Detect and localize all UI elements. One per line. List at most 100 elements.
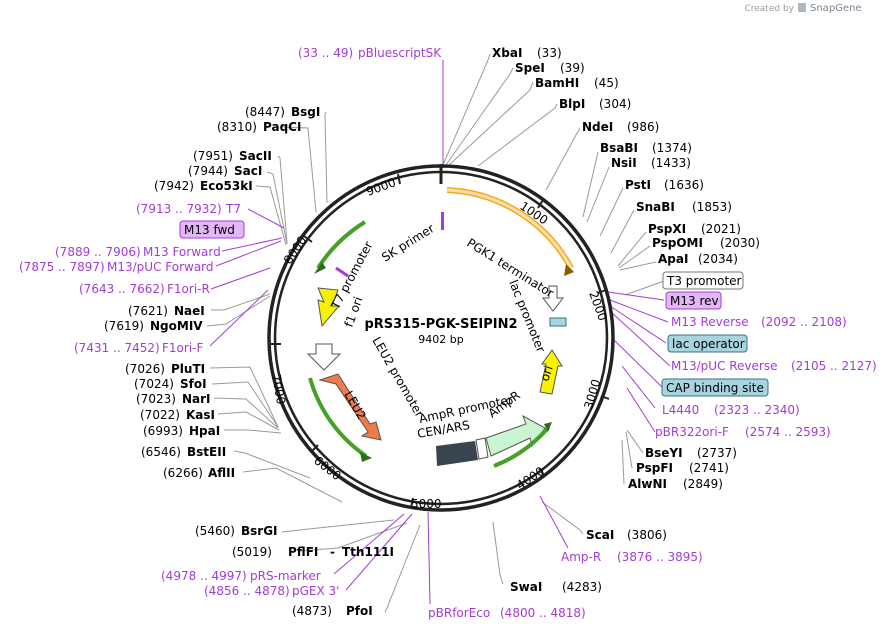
- primer-pgex-3[interactable]: pGEX 3': [292, 584, 339, 598]
- site-spei[interactable]: SpeI: [515, 61, 545, 75]
- t7-marker: [335, 266, 349, 278]
- leu2-promoter-arrow: [306, 343, 342, 371]
- lac-operator-block: [549, 317, 567, 327]
- site-swai[interactable]: SwaI: [510, 580, 542, 594]
- site-bamhi[interactable]: BamHI: [535, 76, 579, 90]
- svg-text:(2574 .. 2593): (2574 .. 2593): [745, 425, 831, 439]
- primer-prs-marker[interactable]: pRS-marker: [250, 569, 321, 583]
- site-snabi[interactable]: SnaBI: [636, 200, 675, 214]
- svg-text:(986): (986): [627, 120, 659, 134]
- svg-text:(2741): (2741): [689, 461, 729, 475]
- svg-text:(8310): (8310): [217, 120, 257, 134]
- svg-text:(6266): (6266): [163, 466, 203, 480]
- svg-text:(7024): (7024): [134, 377, 174, 391]
- site-pspfi[interactable]: PspFI: [636, 461, 673, 475]
- box-m13-rev[interactable]: M13 rev: [665, 291, 722, 310]
- svg-text:(7889 .. 7906): (7889 .. 7906): [55, 245, 141, 259]
- plasmid-size: 9402 bp: [418, 333, 463, 346]
- site-eco53ki[interactable]: Eco53kI: [200, 179, 253, 193]
- box-lac-operator[interactable]: lac operator: [667, 334, 748, 353]
- svg-text:(7951): (7951): [193, 149, 233, 163]
- site-scai[interactable]: ScaI: [586, 528, 614, 542]
- pbluescript-primer-site: [441, 212, 444, 230]
- leu2-green-arrowhead: [360, 452, 372, 462]
- site-bsabi[interactable]: BsaBI: [600, 141, 638, 155]
- site-pfoi[interactable]: PfoI: [346, 604, 373, 618]
- site-labels: XbaI (33) SpeI (39) BamHI (45) BlpI (304…: [104, 46, 760, 618]
- label-leu2: LEU2: [341, 389, 368, 423]
- site-bsrgi[interactable]: BsrGI: [241, 524, 278, 538]
- svg-text:(33 .. 49): (33 .. 49): [298, 46, 353, 60]
- tick-4000: 4000: [514, 464, 547, 493]
- svg-text:M13 fwd: M13 fwd: [184, 223, 235, 237]
- site-tth111i[interactable]: Tth111I: [342, 545, 394, 559]
- primer-pbr322ori-f[interactable]: pBR322ori-F: [655, 425, 729, 439]
- site-alwni[interactable]: AlwNI: [628, 477, 667, 491]
- ampr-arrow: [485, 414, 546, 457]
- svg-text:(2092 .. 2108): (2092 .. 2108): [761, 315, 847, 329]
- primer-m13-puc-reverse[interactable]: M13/pUC Reverse: [671, 359, 778, 373]
- site-naei[interactable]: NaeI: [174, 304, 205, 318]
- primer-pbrforeco[interactable]: pBRforEco: [428, 606, 490, 620]
- primer-f1ori-f[interactable]: F1ori-F: [162, 341, 203, 355]
- box-m13-fwd[interactable]: M13 fwd: [179, 220, 245, 239]
- sk-primer-arrowhead: [314, 262, 326, 274]
- svg-text:(2849): (2849): [683, 477, 723, 491]
- site-psti[interactable]: PstI: [625, 178, 651, 192]
- svg-text:(5019): (5019): [232, 545, 272, 559]
- site-kasi[interactable]: KasI: [186, 408, 215, 422]
- site-bsteii[interactable]: BstEII: [187, 445, 226, 459]
- site-nsii[interactable]: NsiI: [611, 156, 637, 170]
- site-pspxi[interactable]: PspXI: [648, 222, 686, 236]
- credit-brand: SnapGene: [810, 3, 862, 14]
- site-sacii[interactable]: SacII: [239, 149, 272, 163]
- primer-t7[interactable]: T7: [225, 202, 241, 216]
- svg-text:(1374): (1374): [652, 141, 692, 155]
- svg-text:(1853): (1853): [692, 200, 732, 214]
- svg-text:(7022): (7022): [140, 408, 180, 422]
- primer-pbluescriptsk[interactable]: pBluescriptSK: [358, 46, 442, 60]
- site-sfoi[interactable]: SfoI: [180, 377, 207, 391]
- primer-l4440[interactable]: L4440: [662, 403, 699, 417]
- box-t3-promoter[interactable]: T3 promoter: [662, 271, 744, 290]
- primer-m13-forward[interactable]: M13 Forward: [143, 245, 221, 259]
- site-bseyi[interactable]: BseYI: [645, 446, 683, 460]
- site-saci[interactable]: SacI: [234, 164, 262, 178]
- site-hpai[interactable]: HpaI: [189, 424, 220, 438]
- pgk1-terminator-arrowhead: [564, 264, 574, 276]
- primer-f1ori-r[interactable]: F1ori-R: [167, 282, 210, 296]
- tick-8000: 8000: [281, 234, 310, 267]
- svg-text:(7942): (7942): [154, 179, 194, 193]
- svg-text:(4283): (4283): [562, 580, 602, 594]
- primer-m13-reverse[interactable]: M13 Reverse: [671, 315, 749, 329]
- svg-text:(45): (45): [594, 76, 619, 90]
- svg-text:(7643 .. 7662): (7643 .. 7662): [79, 282, 165, 296]
- primer-m13-puc-forward[interactable]: M13/pUC Forward: [107, 260, 214, 274]
- site-ngomiv[interactable]: NgoMIV: [150, 319, 203, 333]
- site-apai[interactable]: ApaI: [658, 252, 688, 266]
- primer-leaders: [209, 60, 671, 605]
- pgk1-terminator-arc: [446, 187, 574, 270]
- site-paqci[interactable]: PaqCI: [263, 120, 301, 134]
- site-pluti[interactable]: PluTI: [171, 362, 205, 376]
- pgk1-terminator-arc-highlight: [446, 188, 573, 269]
- svg-text:(6546): (6546): [141, 445, 181, 459]
- box-cap-binding-site[interactable]: CAP binding site: [661, 378, 769, 397]
- site-nari[interactable]: NarI: [182, 392, 211, 406]
- svg-text:(7026): (7026): [125, 362, 165, 376]
- primer-amp-r[interactable]: Amp-R: [561, 550, 601, 564]
- site-pspomi[interactable]: PspOMI: [652, 236, 703, 250]
- svg-text:M13 rev: M13 rev: [670, 294, 719, 308]
- site-bsgi[interactable]: BsgI: [291, 105, 320, 119]
- snapgene-credit: Created by SnapGene: [744, 3, 862, 14]
- svg-text:(6993): (6993): [143, 424, 183, 438]
- svg-text:(5460): (5460): [195, 524, 235, 538]
- site-pflfi[interactable]: PflFI: [288, 545, 318, 559]
- site-ndei[interactable]: NdeI: [582, 120, 613, 134]
- site-leaders: [206, 53, 665, 613]
- site-aflii[interactable]: AflII: [208, 466, 235, 480]
- credit-prefix: Created by: [744, 4, 794, 14]
- cen-ars-block: [436, 441, 478, 466]
- site-xbai[interactable]: XbaI: [492, 46, 522, 60]
- site-blpi[interactable]: BlpI: [559, 97, 585, 111]
